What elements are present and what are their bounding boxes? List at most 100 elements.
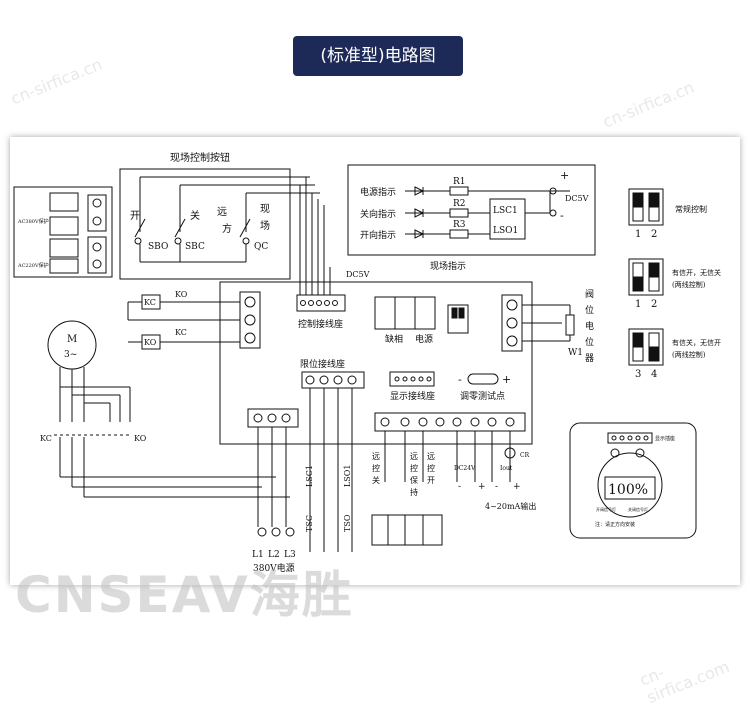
kc-contact-label: KC xyxy=(175,328,187,337)
protection-box: AC380V保护 AC220V保护 xyxy=(13,186,113,278)
lso1-switch-label: LSO1 xyxy=(343,465,352,487)
limit-switches: LSC1 LSO1 TSC TSO xyxy=(305,388,353,552)
r2-label: R2 xyxy=(453,199,466,209)
w1-label: W1 xyxy=(568,348,583,358)
minus-sign: - xyxy=(560,209,564,222)
control-terminal-label: 控制接线座 xyxy=(298,318,343,330)
dip3-num4: 4 xyxy=(651,369,657,380)
rc-hold-2: 控 xyxy=(410,463,418,473)
circuit-diagram-panel: AC380V保护 AC220V保护 现场控制按钮 开 关 远 方 现 场 SBO… xyxy=(10,137,740,585)
dip-sig-close-1: 有信关，无信开 xyxy=(672,338,721,347)
lsc1-switch-label: LSC1 xyxy=(305,465,314,487)
zero-minus: - xyxy=(458,373,462,386)
phase-missing-label: 缺相 xyxy=(385,333,403,345)
rc-hold-3: 保 xyxy=(410,475,418,485)
remote-label: 远 xyxy=(217,206,227,218)
relay-label-380: AC380V保护 xyxy=(17,218,49,225)
diagram-title: (标准型)电路图 xyxy=(293,36,463,76)
dip-switch-legend: 1 2 常规控制 1 2 有信开，无信关 (两线控制) 3 4 有信关，无信开 … xyxy=(628,188,721,380)
lsc1-label: LSC1 xyxy=(493,206,518,216)
iout-plus: + xyxy=(513,482,521,492)
rc-open-3: 开 xyxy=(427,476,435,485)
r3-label: R3 xyxy=(453,220,466,230)
motor: M 3~ KC KO xyxy=(40,320,290,498)
dip2-num1: 1 xyxy=(635,299,641,310)
rc-close-1: 远 xyxy=(372,452,380,461)
display-note: 注：请正方向安装 xyxy=(595,521,635,528)
plus-sign: + xyxy=(560,169,569,182)
qc-label: QC xyxy=(254,242,268,252)
motor-phase-label: 3~ xyxy=(64,350,77,360)
zero-test-label: 调零测试点 xyxy=(460,390,505,402)
dip2-num2: 2 xyxy=(651,299,657,310)
relays: KC KO KO KC xyxy=(127,290,240,350)
watermark-right: cn-sirfica.cn xyxy=(599,77,697,132)
r1-label: R1 xyxy=(453,177,466,187)
watermark-bottom-right: cn-sirfica.com xyxy=(636,656,733,707)
close-label: 关 xyxy=(190,209,200,222)
open-indicator-label: 开向指示 xyxy=(360,229,396,241)
main-board: 控制接线座 DC5V 缺相 电源 限位接线座 显示接线座 - + 调零测试点 xyxy=(219,177,533,445)
display-value: 100% xyxy=(608,482,648,498)
pot-char-5: 器 xyxy=(585,353,594,364)
kc-contactor-label: KC xyxy=(40,434,52,443)
l1-label: L1 xyxy=(252,550,264,560)
l2-label: L2 xyxy=(268,550,280,560)
power-input: L1 L2 L3 380V电源 xyxy=(252,427,296,574)
display-close-lamp: 关阀信号灯 xyxy=(628,506,648,512)
motor-m-label: M xyxy=(67,334,77,345)
pot-char-4: 位 xyxy=(585,336,594,348)
zero-plus: + xyxy=(502,373,511,386)
output-4-20-label: 4~20mA输出 xyxy=(485,501,536,511)
field-indication-box: 电源指示 关向指示 开向指示 R1 R2 R3 LSC1 LSO1 + - DC… xyxy=(347,164,596,272)
tsc-label: TSC xyxy=(305,515,314,532)
rc-hold-1: 远 xyxy=(410,452,418,461)
circuit-diagram: AC380V保护 AC220V保护 现场控制按钮 开 关 远 方 现 场 SBO… xyxy=(13,151,721,574)
380v-label: 380V电源 xyxy=(253,562,295,574)
rc-open-2: 控 xyxy=(427,463,435,473)
pot-char-2: 位 xyxy=(585,304,594,316)
dip-sig-open-1: 有信开，无信关 xyxy=(672,268,721,277)
remote-terminals: 远 控 关 远 控 保 持 远 控 开 DC24V Iout CR - + - … xyxy=(371,431,536,546)
dc5v-label-board: DC5V xyxy=(346,270,370,279)
tso-label: TSO xyxy=(343,514,352,532)
field2-label: 场 xyxy=(260,219,270,232)
brand-watermark: CNSEAV海胜 xyxy=(15,566,354,624)
relay-label-220: AC220V保护 xyxy=(17,262,49,269)
lso1-label: LSO1 xyxy=(493,226,518,236)
power-indicator-label: 电源指示 xyxy=(360,186,396,198)
dc5v-label: DC5V xyxy=(565,194,589,203)
rc-close-3: 关 xyxy=(372,475,380,485)
cr-label: CR xyxy=(520,452,530,459)
iout-minus: - xyxy=(495,482,498,492)
open-label: 开 xyxy=(130,211,140,222)
dip-normal-label: 常规控制 xyxy=(675,204,707,214)
dip-sig-open-2: (两线控制) xyxy=(672,280,706,289)
ko-contactor-label: KO xyxy=(134,434,147,443)
l3-label: L3 xyxy=(284,550,296,560)
display-terminal-label: 显示接线座 xyxy=(390,390,435,402)
potentiometer: 阀 位 电 位 器 W1 xyxy=(522,289,594,364)
field-label: 现 xyxy=(260,203,270,215)
kc-relay-label: KC xyxy=(144,298,156,307)
rc-hold-4: 持 xyxy=(410,487,418,497)
watermark-top-left: cn-sirfica.cn xyxy=(7,54,105,109)
display-module: 显示插座 100% 开阀信号灯 关阀信号灯 注：请正方向安装 xyxy=(569,422,697,539)
dip1-num1: 1 xyxy=(635,229,641,240)
rc-close-2: 控 xyxy=(372,463,380,473)
dc24v-label: DC24V xyxy=(454,465,476,472)
dc24v-minus: - xyxy=(458,482,461,492)
ko-contact-label: KO xyxy=(175,290,188,299)
field-buttons-label: 现场控制按钮 xyxy=(170,151,230,164)
dc24v-plus: + xyxy=(478,482,486,492)
limit-terminal-label: 限位接线座 xyxy=(300,358,345,370)
display-socket-label: 显示插座 xyxy=(655,435,675,442)
field-indication-label: 现场指示 xyxy=(430,260,466,272)
direction-label: 方 xyxy=(222,222,232,235)
dip-sig-close-2: (两线控制) xyxy=(672,350,706,359)
rc-open-1: 远 xyxy=(427,452,435,461)
sbo-label: SBO xyxy=(148,242,168,252)
ko-relay-label: KO xyxy=(144,338,157,347)
pot-char-1: 阀 xyxy=(585,289,594,300)
dip1-num2: 2 xyxy=(651,229,657,240)
